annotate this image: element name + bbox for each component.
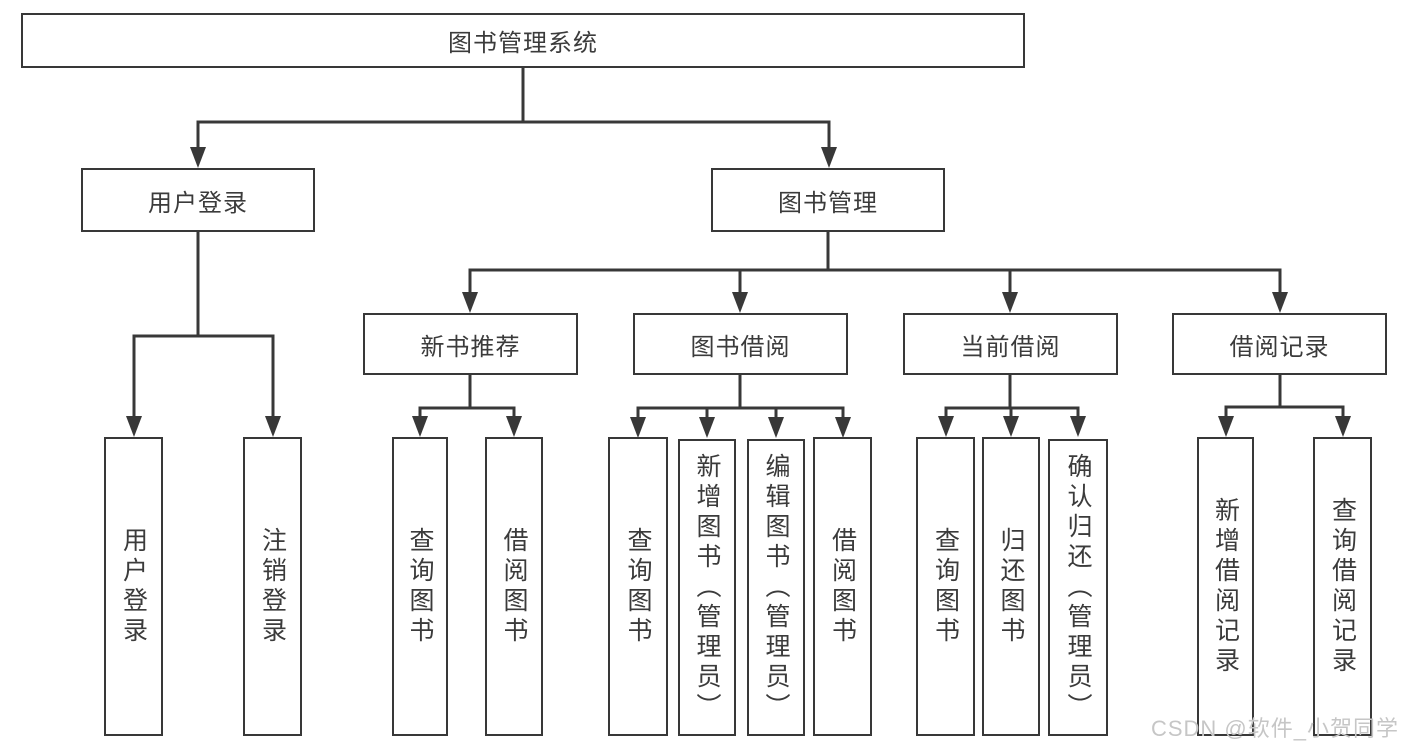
arrowhead-current-borrowing [1002,292,1018,313]
node-library-system: 图书管理系统 [21,13,1025,68]
leaf-add-borrow-record: 新增借阅记录 [1197,437,1254,736]
node-new-book-recommend: 新书推荐 [363,313,578,375]
arrowhead-book-management [821,147,837,168]
arrowhead-query-borrow-record [1335,416,1351,437]
leaf-logout: 注销登录 [243,437,302,736]
arrowhead-borrow-books-1 [506,416,522,437]
arrowhead-query-books-2 [630,417,646,438]
leaf-confirm-return-admin: 确认归还（管理员） [1048,439,1108,736]
leaf-add-books-admin: 新增图书（管理员） [678,439,736,736]
arrowhead-confirm-return-admin [1070,416,1086,437]
leaf-edit-books-admin: 编辑图书（管理员） [747,439,805,736]
arrowhead-edit-books-admin [768,417,784,438]
node-borrowing-records: 借阅记录 [1172,313,1387,375]
arrowhead-borrow-books-2 [835,417,851,438]
connector-borrowing-records-split [1224,375,1345,420]
node-user-login: 用户登录 [81,168,315,232]
leaf-query-books-1: 查询图书 [392,437,448,736]
arrowhead-return-books [1003,416,1019,437]
connector-current-borrowing-split [944,375,1080,420]
arrowhead-borrowing-records [1272,292,1288,313]
node-book-management: 图书管理 [711,168,945,232]
leaf-user-login: 用户登录 [104,437,163,736]
connector-root-split [196,68,831,150]
arrowhead-leaf-user-login [126,416,142,437]
connector-user-login-split [132,232,275,420]
connector-new-book-recommend-split [418,375,516,420]
arrowhead-query-books-1 [412,416,428,437]
leaf-query-books-3: 查询图书 [916,437,975,736]
leaf-borrow-books-2: 借阅图书 [813,437,872,736]
arrowhead-add-books-admin [699,417,715,438]
leaf-return-books: 归还图书 [982,437,1040,736]
arrowhead-new-book-recommend [462,292,478,313]
node-book-borrowing: 图书借阅 [633,313,848,375]
arrowhead-query-books-3 [938,416,954,437]
arrowhead-leaf-logout [265,416,281,437]
leaf-borrow-books-1: 借阅图书 [485,437,543,736]
leaf-query-books-2: 查询图书 [608,437,668,736]
arrowhead-user-login [190,147,206,168]
leaf-query-borrow-record: 查询借阅记录 [1313,437,1372,736]
arrowhead-add-borrow-record [1218,416,1234,437]
arrowhead-book-borrowing [732,292,748,313]
csdn-watermark: CSDN @软件_小贺同学 [1150,716,1399,741]
node-current-borrowing: 当前借阅 [903,313,1118,375]
connector-book-borrowing-split [636,375,845,421]
connector-book-management-split [468,232,1282,296]
